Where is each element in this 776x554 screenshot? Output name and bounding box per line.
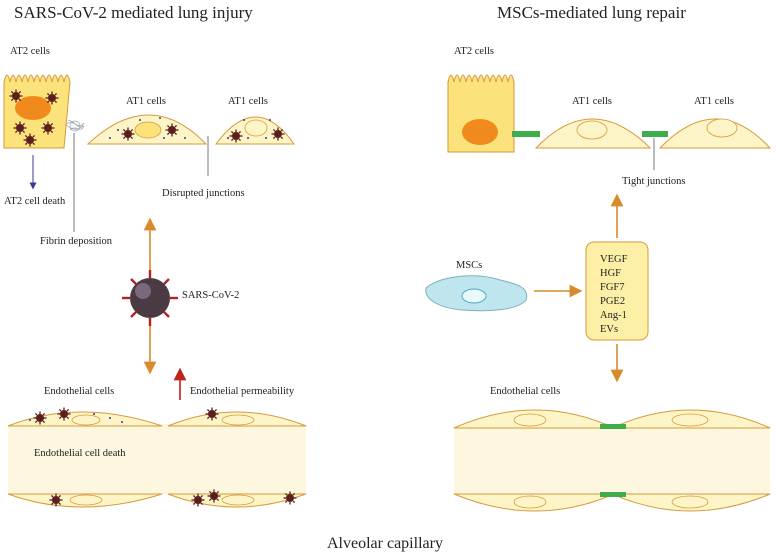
left-at1-label-b: AT1 cells (228, 96, 268, 107)
left-endothelial-label: Endothelial cells (44, 386, 114, 397)
left-panel: AT2 cells Fibrin deposition AT2 cell dea… (3, 46, 307, 508)
virus-label: SARS-CoV-2 (182, 290, 239, 301)
left-at2-label: AT2 cells (10, 46, 50, 57)
permeability-label: Endothelial permeability (190, 386, 295, 397)
factor-ang1: Ang-1 (600, 310, 627, 321)
right-at1-label-a: AT1 cells (572, 96, 612, 107)
at2-death-label: AT2 cell death (4, 196, 66, 207)
factor-vegf: VEGF (600, 254, 628, 265)
sars-cov-2-virus-icon (122, 270, 178, 326)
fibrin-label: Fibrin deposition (40, 236, 113, 247)
endothelial-death-label: Endothelial cell death (34, 448, 126, 459)
factor-box (585, 241, 649, 341)
factor-hgf: HGF (600, 268, 621, 279)
tight-junction-a (512, 131, 540, 137)
right-at2-cell (447, 74, 515, 153)
factor-evs: EVs (600, 324, 618, 335)
mscs-label: MSCs (456, 260, 482, 271)
left-at2-cell (3, 74, 71, 149)
endo-tight-junction-top (600, 424, 626, 429)
tight-junction-b (642, 131, 668, 137)
endo-tight-junction-bottom (600, 492, 626, 497)
fibrin-clump (65, 119, 85, 132)
left-title: SARS-CoV-2 mediated lung injury (14, 3, 253, 22)
left-at1-label-a: AT1 cells (126, 96, 166, 107)
factor-fgf7: FGF7 (600, 282, 625, 293)
disrupted-label: Disrupted junctions (162, 188, 245, 199)
right-at2-label: AT2 cells (454, 46, 494, 57)
right-capillary-lumen (454, 426, 770, 494)
factor-pge2: PGE2 (600, 296, 625, 307)
right-endothelial-label: Endothelial cells (490, 386, 560, 397)
tight-junctions-label: Tight junctions (622, 176, 686, 187)
left-capillary-lumen (8, 424, 306, 494)
right-title: MSCs-mediated lung repair (497, 3, 686, 22)
right-panel: AT2 cells AT1 cells AT1 cells Tight junc… (425, 46, 772, 512)
bottom-title: Alveolar capillary (327, 535, 443, 552)
right-at1-label-b: AT1 cells (694, 96, 734, 107)
